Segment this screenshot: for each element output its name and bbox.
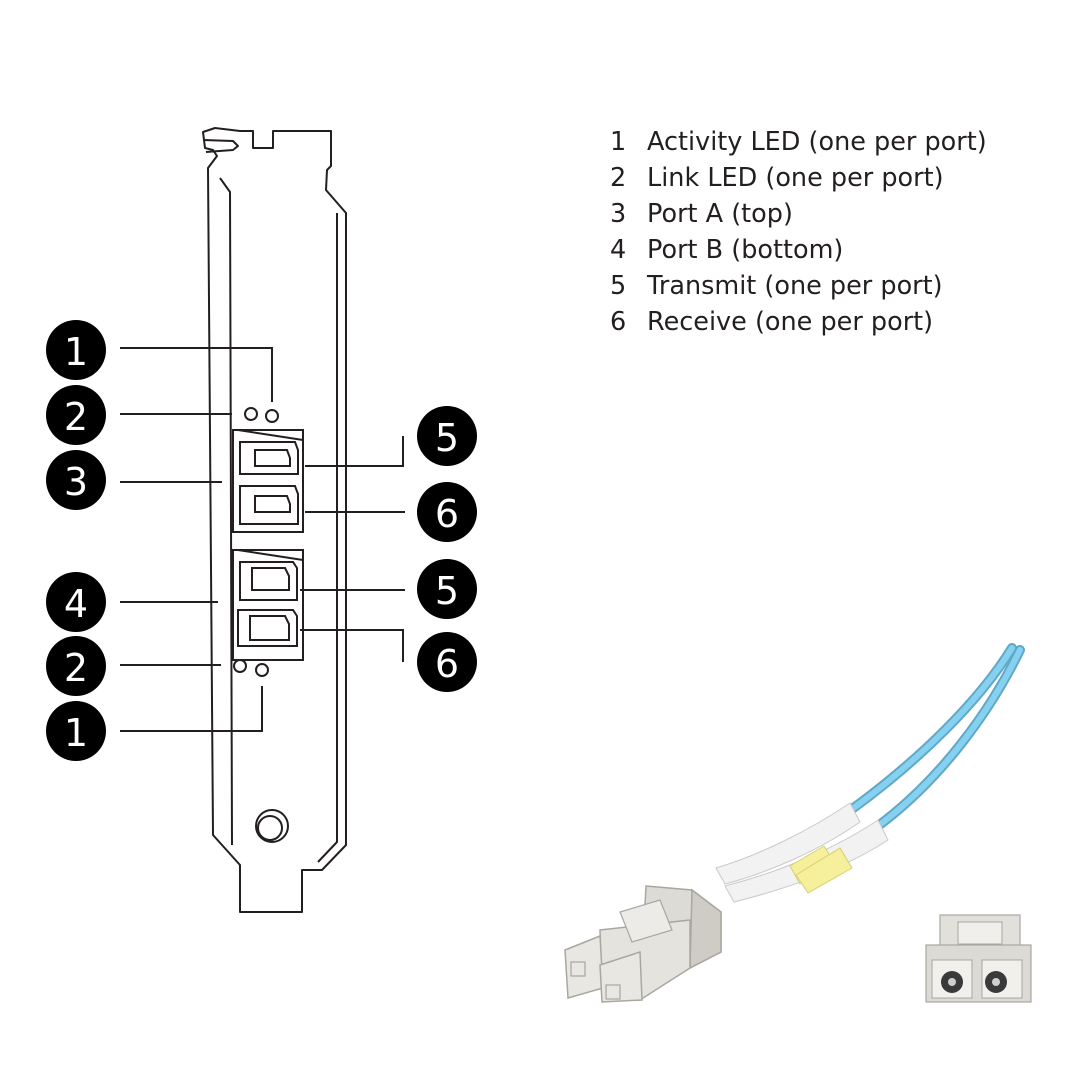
pci-bracket xyxy=(202,127,347,913)
callout-right-5-top: 5 xyxy=(417,406,477,466)
legend-label: Port B (bottom) xyxy=(647,235,844,265)
legend-label: Receive (one per port) xyxy=(647,307,934,337)
callout-number: 6 xyxy=(435,492,459,536)
legend-item: 3 Port A (top) xyxy=(610,196,987,232)
activity-led-top xyxy=(265,409,279,423)
port-a-transmit xyxy=(239,441,299,475)
callout-left-4: 4 xyxy=(46,572,106,632)
callout-number: 1 xyxy=(64,330,88,374)
link-led-top xyxy=(244,407,258,421)
legend-item: 6 Receive (one per port) xyxy=(610,304,987,340)
callout-number: 1 xyxy=(64,711,88,755)
port-a xyxy=(232,429,304,533)
callout-left-1-bottom: 1 xyxy=(46,701,106,761)
callout-left-1-top: 1 xyxy=(46,320,106,380)
legend-number: 4 xyxy=(610,235,627,265)
legend-label: Transmit (one per port) xyxy=(647,271,943,301)
callout-right-6-top: 6 xyxy=(417,482,477,542)
legend-item: 5 Transmit (one per port) xyxy=(610,268,987,304)
callout-number: 5 xyxy=(435,569,459,613)
callout-number: 6 xyxy=(435,642,459,686)
callout-right-5-bottom: 5 xyxy=(417,559,477,619)
legend-number: 2 xyxy=(610,163,627,193)
port-a-receive xyxy=(239,485,299,525)
callout-number: 2 xyxy=(64,395,88,439)
leds xyxy=(233,407,279,677)
legend-number: 1 xyxy=(610,127,627,157)
legend-item: 2 Link LED (one per port) xyxy=(610,160,987,196)
lc-duplex-port-front xyxy=(925,914,1032,1003)
callout-left-3: 3 xyxy=(46,450,106,510)
legend-item: 1 Activity LED (one per port) xyxy=(610,124,987,160)
activity-led-bottom xyxy=(255,663,269,677)
port-b-transmit xyxy=(239,561,298,601)
legend: 1 Activity LED (one per port) 2 Link LED… xyxy=(610,124,987,340)
leader-lines xyxy=(120,347,405,732)
lc-fiber-cable xyxy=(564,643,1025,1003)
legend-label: Activity LED (one per port) xyxy=(647,127,987,157)
legend-item: 4 Port B (bottom) xyxy=(610,232,987,268)
legend-number: 6 xyxy=(610,307,627,337)
legend-label: Link LED (one per port) xyxy=(647,163,944,193)
callout-number: 4 xyxy=(64,582,88,626)
callout-left-2-top: 2 xyxy=(46,385,106,445)
port-b xyxy=(232,549,304,661)
callout-number: 3 xyxy=(64,460,88,504)
callout-left-2-bottom: 2 xyxy=(46,636,106,696)
legend-label: Port A (top) xyxy=(647,199,793,229)
legend-number: 5 xyxy=(610,271,627,301)
legend-number: 3 xyxy=(610,199,627,229)
callout-right-6-bottom: 6 xyxy=(417,632,477,692)
port-b-receive xyxy=(237,609,298,647)
callout-number: 2 xyxy=(64,646,88,690)
callout-number: 5 xyxy=(435,416,459,460)
link-led-bottom xyxy=(233,659,247,673)
